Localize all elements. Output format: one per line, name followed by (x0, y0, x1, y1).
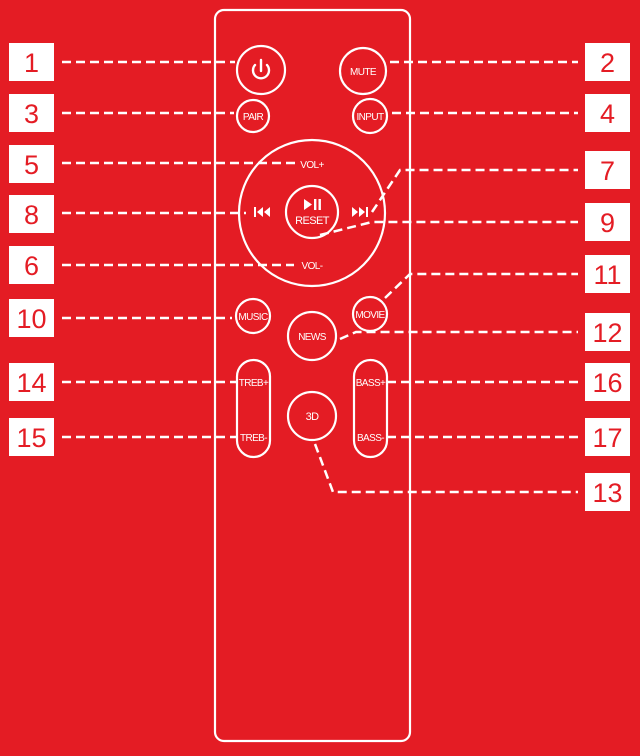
callout-9-label: 9 (600, 208, 615, 238)
movie-button[interactable]: MOVIE (351, 295, 389, 333)
vol-plus-button[interactable]: VOL+ (300, 160, 325, 171)
leader-lines (62, 60, 578, 494)
callout-1: 1 (9, 43, 54, 81)
leader-7 (370, 168, 578, 213)
callout-2-label: 2 (600, 48, 615, 78)
bass-plus-label: BASS+ (356, 378, 386, 389)
callout-7: 7 (585, 151, 630, 189)
callout-10: 10 (9, 299, 54, 337)
callout-6: 6 (9, 246, 54, 284)
next-button[interactable] (352, 207, 368, 217)
mute-label: MUTE (350, 67, 377, 78)
3d-button[interactable]: 3D (286, 390, 338, 442)
bass-rocker[interactable]: BASS+ BASS- (352, 358, 389, 459)
callout-12: 12 (585, 313, 630, 351)
callout-14-label: 14 (16, 368, 46, 398)
treb-plus-label: TREB+ (239, 378, 269, 389)
previous-button[interactable] (254, 207, 270, 217)
callout-3: 3 (9, 94, 54, 132)
input-label: INPUT (356, 112, 383, 123)
3d-label: 3D (306, 411, 320, 423)
play-pause-icon (304, 199, 321, 210)
leader-13 (313, 443, 578, 494)
skip-previous-icon (254, 207, 270, 217)
news-label: NEWS (298, 332, 327, 343)
callout-17-label: 17 (592, 423, 622, 453)
music-label: MUSIC (238, 312, 268, 323)
treble-rocker[interactable]: TREB+ TREB- (235, 358, 272, 459)
skip-next-icon (352, 207, 368, 217)
callout-2: 2 (585, 43, 630, 81)
callout-13-label: 13 (592, 478, 622, 508)
volume-ring[interactable] (237, 138, 387, 288)
news-button[interactable]: NEWS (286, 310, 338, 362)
callout-9: 9 (585, 203, 630, 241)
callout-5-label: 5 (24, 150, 39, 180)
leader-9 (319, 220, 578, 237)
callout-6-label: 6 (24, 251, 39, 281)
vol-minus-button[interactable]: VOL- (302, 261, 324, 272)
callout-5: 5 (9, 145, 54, 183)
callout-11-label: 11 (593, 260, 621, 290)
callout-8-label: 8 (24, 200, 39, 230)
callout-8: 8 (9, 195, 54, 233)
callout-17: 17 (585, 418, 630, 456)
input-button[interactable]: INPUT (351, 97, 389, 135)
callout-15: 15 (9, 418, 54, 456)
callouts-left: 1 3 5 8 6 10 14 15 (9, 43, 54, 456)
leader-12 (339, 330, 578, 341)
movie-label: MOVIE (355, 310, 385, 321)
power-icon (251, 58, 271, 80)
callout-4: 4 (585, 94, 630, 132)
pair-button[interactable]: PAIR (235, 98, 271, 134)
mute-button[interactable]: MUTE (338, 46, 388, 96)
callout-14: 14 (9, 363, 54, 401)
callout-16: 16 (585, 363, 630, 401)
play-pause-reset-button[interactable]: RESET (284, 184, 340, 240)
music-button[interactable]: MUSIC (234, 297, 272, 335)
callouts-right: 2 4 7 9 11 12 16 17 (585, 43, 630, 511)
leader-11 (384, 272, 578, 299)
callout-7-label: 7 (600, 156, 615, 186)
remote-body (213, 8, 412, 743)
callout-4-label: 4 (600, 99, 615, 129)
callout-10-label: 10 (16, 304, 46, 334)
callout-3-label: 3 (24, 99, 39, 129)
callout-12-label: 12 (592, 318, 622, 348)
bass-minus-label: BASS- (357, 433, 384, 444)
callout-15-label: 15 (16, 423, 46, 453)
pair-label: PAIR (243, 112, 264, 123)
callout-13: 13 (585, 473, 630, 511)
callout-1-label: 1 (24, 48, 39, 78)
callout-16-label: 16 (592, 368, 622, 398)
power-button[interactable] (235, 44, 287, 96)
treb-minus-label: TREB- (240, 433, 267, 444)
reset-label: RESET (295, 215, 330, 227)
callout-11: 11 (585, 255, 630, 293)
